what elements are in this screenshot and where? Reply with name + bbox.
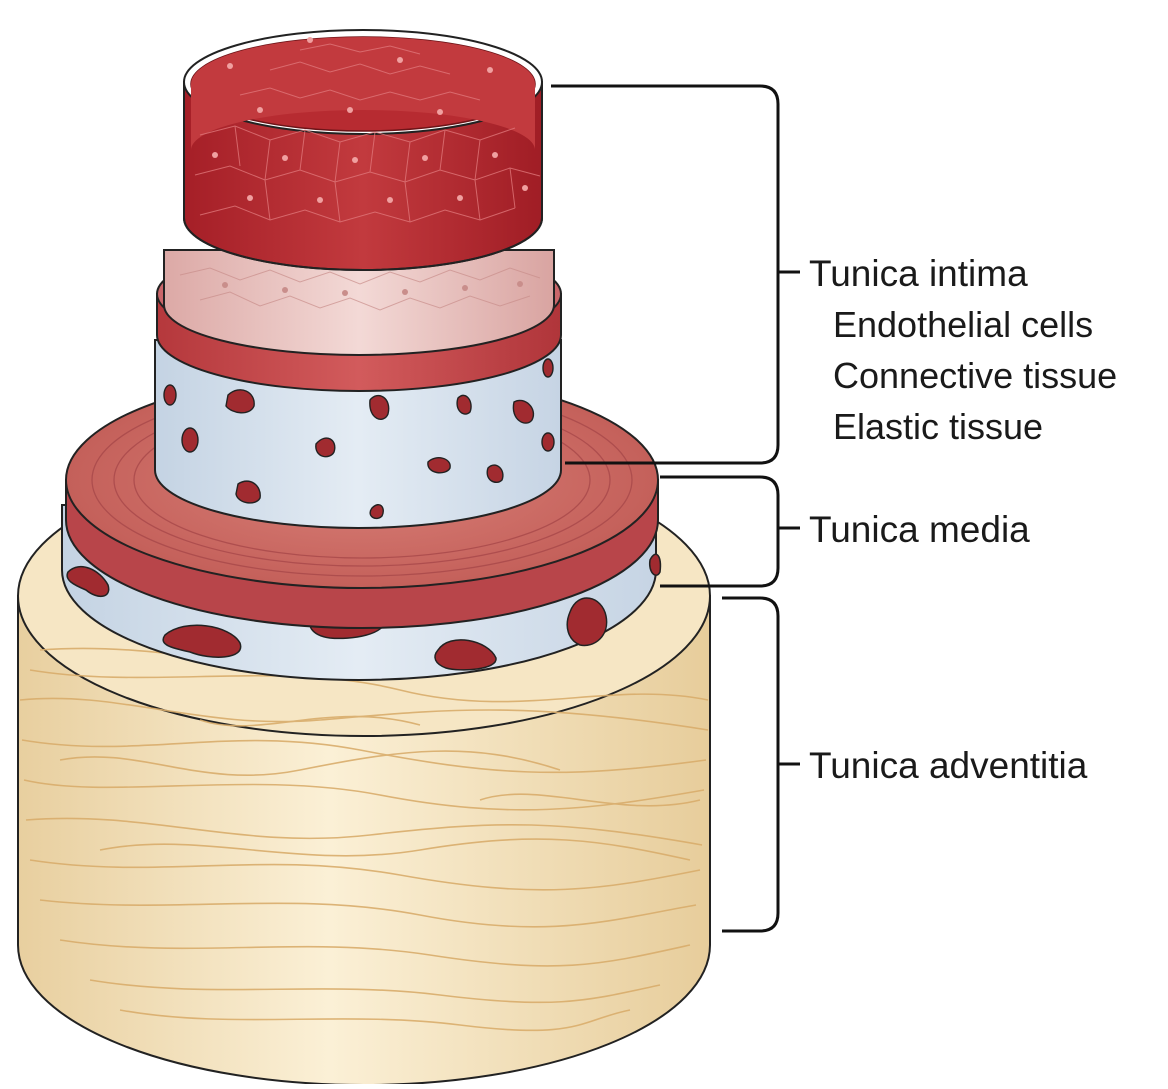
label-connective-tissue: Connective tissue <box>833 358 1117 394</box>
label-tunica-media: Tunica media <box>809 511 1030 548</box>
intima-endothelium-cylinder <box>184 30 542 270</box>
label-endothelial-cells: Endothelial cells <box>833 307 1093 343</box>
label-elastic-tissue: Elastic tissue <box>833 409 1043 445</box>
intima-bracket <box>551 86 778 463</box>
label-tunica-adventitia: Tunica adventitia <box>809 747 1087 784</box>
label-tunica-intima: Tunica intima <box>809 255 1028 292</box>
adventitia-bracket <box>722 598 778 931</box>
